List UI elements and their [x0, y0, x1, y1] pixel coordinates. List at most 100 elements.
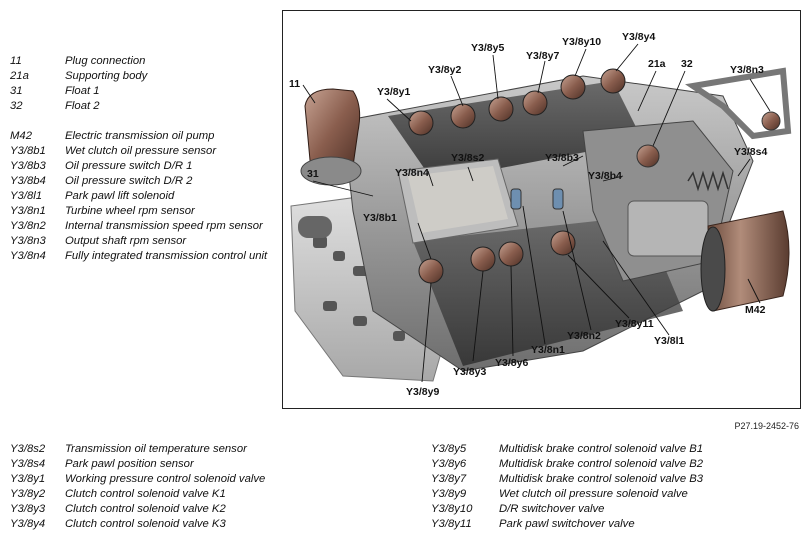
legend-desc: Wet clutch oil pressure solenoid valve [499, 488, 688, 500]
legend-desc: Float 1 [65, 85, 100, 97]
legend-desc: D/R switchover valve [499, 503, 605, 515]
legend-code: 11 [10, 55, 22, 67]
callout-m42: M42 [745, 304, 766, 316]
legend-code: Y3/8n3 [10, 235, 46, 247]
legend-desc: Internal transmission speed rpm sensor [65, 220, 263, 232]
callout-l1: Y3/8l1 [654, 335, 685, 347]
legend-desc: Park pawl switchover valve [499, 518, 635, 530]
callout-21a: 21a [648, 58, 666, 70]
solenoid-row-top [408, 68, 626, 136]
legend-desc: Float 2 [65, 100, 100, 112]
legend-row: Y3/8y11 Park pawl switchover valve [431, 517, 811, 532]
legend-spacer [10, 114, 275, 129]
legend-row: Y3/8n4 Fully integrated transmission cont… [10, 249, 275, 264]
legend-code: Y3/8y4 [10, 518, 46, 530]
legend-desc: Working pressure control solenoid valve [65, 473, 266, 485]
callout-11: 11 [289, 78, 300, 90]
legend-row: Y3/8y5 Multidisk brake control solenoid v… [431, 442, 811, 457]
legend-row: Y3/8y10 D/R switchover valve [431, 502, 811, 517]
callout-s4: Y3/8s4 [734, 146, 767, 158]
legend-desc: Fully integrated transmission control un… [65, 250, 268, 262]
legend-code: Y3/8y2 [10, 488, 46, 500]
callout-y7: Y3/8y7 [526, 50, 559, 62]
legend-row: Y3/8s4 Park pawl position sensor [10, 457, 390, 472]
callout-b3: Y3/8b3 [545, 152, 579, 164]
legend-code: Y3/8l1 [10, 190, 43, 202]
callout-b4: Y3/8b4 [588, 170, 622, 182]
legend-desc: Oil pressure switch D/R 1 [65, 160, 193, 172]
callout-b1: Y3/8b1 [363, 212, 397, 224]
legend-row: Y3/8s2 Transmission oil temperature senso… [10, 442, 390, 457]
legend-row: Y3/8n1 Turbine wheel rpm sensor [10, 204, 275, 219]
legend-code: Y3/8y9 [431, 488, 467, 500]
legend-row: Y3/8b4 Oil pressure switch D/R 2 [10, 174, 275, 189]
legend-row: 32 Float 2 [10, 99, 275, 114]
callout-labels: 11 Y3/8y1 Y3/8y2 Y3/8y5 Y3/8y7 Y3/8y10 Y… [289, 31, 767, 398]
legend-bottom-left: Y3/8s2 Transmission oil temperature senso… [10, 442, 390, 532]
legend-code: 32 [10, 100, 23, 112]
callout-y6: Y3/8y6 [495, 357, 528, 369]
legend-desc: Transmission oil temperature sensor [65, 443, 247, 455]
legend-code: Y3/8s4 [10, 458, 46, 470]
callout-y5: Y3/8y5 [471, 42, 504, 54]
legend-row: Y3/8y9 Wet clutch oil pressure solenoid v… [431, 487, 811, 502]
valve-body-illustration: 11 Y3/8y1 Y3/8y2 Y3/8y5 Y3/8y7 Y3/8y10 Y… [289, 31, 792, 398]
legend-row: Y3/8l1 Park pawl lift solenoid [10, 189, 275, 204]
legend-desc: Multidisk brake control solenoid valve B… [499, 458, 704, 470]
callout-y11: Y3/8y11 [615, 318, 654, 330]
legend-desc: Clutch control solenoid valve K3 [65, 518, 226, 530]
legend-desc: Plug connection [65, 55, 146, 67]
legend-desc: Multidisk brake control solenoid valve B… [499, 473, 704, 485]
legend-desc: Turbine wheel rpm sensor [65, 205, 195, 217]
callout-y3: Y3/8y3 [453, 366, 486, 378]
legend-desc: Multidisk brake control solenoid valve B… [499, 443, 704, 455]
legend-code: Y3/8y11 [431, 518, 472, 530]
callout-n4: Y3/8n4 [395, 167, 429, 179]
callout-n3: Y3/8n3 [730, 64, 764, 76]
legend-row: 11 Plug connection [10, 54, 275, 69]
callout-n2: Y3/8n2 [567, 330, 601, 342]
legend-row: Y3/8b3 Oil pressure switch D/R 1 [10, 159, 275, 174]
legend-code: Y3/8b1 [10, 145, 46, 157]
legend-desc: Electric transmission oil pump [65, 130, 215, 142]
callout-y4: Y3/8y4 [622, 31, 655, 43]
callout-y10: Y3/8y10 [562, 36, 601, 48]
legend-code: Y3/8y5 [431, 443, 467, 455]
legend-row: Y3/8y7 Multidisk brake control solenoid v… [431, 472, 811, 487]
legend-row: Y3/8y4 Clutch control solenoid valve K3 [10, 517, 390, 532]
legend-row: Y3/8n2 Internal transmission speed rpm se… [10, 219, 275, 234]
legend-row: 31 Float 1 [10, 84, 275, 99]
legend-row: Y3/8y6 Multidisk brake control solenoid v… [431, 457, 811, 472]
legend-desc: Clutch control solenoid valve K2 [65, 503, 226, 515]
legend-code: Y3/8n2 [10, 220, 46, 232]
transmission-figure: 11 Y3/8y1 Y3/8y2 Y3/8y5 Y3/8y7 Y3/8y10 Y… [282, 10, 801, 409]
legend-desc: Park pawl position sensor [65, 458, 194, 470]
legend-code: 31 [10, 85, 23, 97]
callout-s2: Y3/8s2 [451, 152, 484, 164]
callout-y9: Y3/8y9 [406, 386, 439, 398]
legend-desc: Park pawl lift solenoid [65, 190, 175, 202]
legend-code: Y3/8y10 [431, 503, 473, 515]
callout-y2: Y3/8y2 [428, 64, 461, 76]
legend-row: Y3/8b1 Wet clutch oil pressure sensor [10, 144, 275, 159]
legend-code: Y3/8y7 [431, 473, 467, 485]
legend-code: Y3/8y6 [431, 458, 467, 470]
legend-code: Y3/8n1 [10, 205, 46, 217]
callout-32: 32 [681, 58, 693, 70]
legend-desc: Wet clutch oil pressure sensor [65, 145, 217, 157]
legend-desc: Oil pressure switch D/R 2 [65, 175, 193, 187]
legend-code: Y3/8s2 [10, 443, 46, 455]
legend-code: Y3/8b3 [10, 160, 46, 172]
legend-code: Y3/8b4 [10, 175, 46, 187]
legend-desc: Clutch control solenoid valve K1 [65, 488, 226, 500]
oil-pump [700, 210, 790, 312]
callout-31: 31 [307, 168, 319, 180]
legend-code: Y3/8n4 [10, 250, 46, 262]
